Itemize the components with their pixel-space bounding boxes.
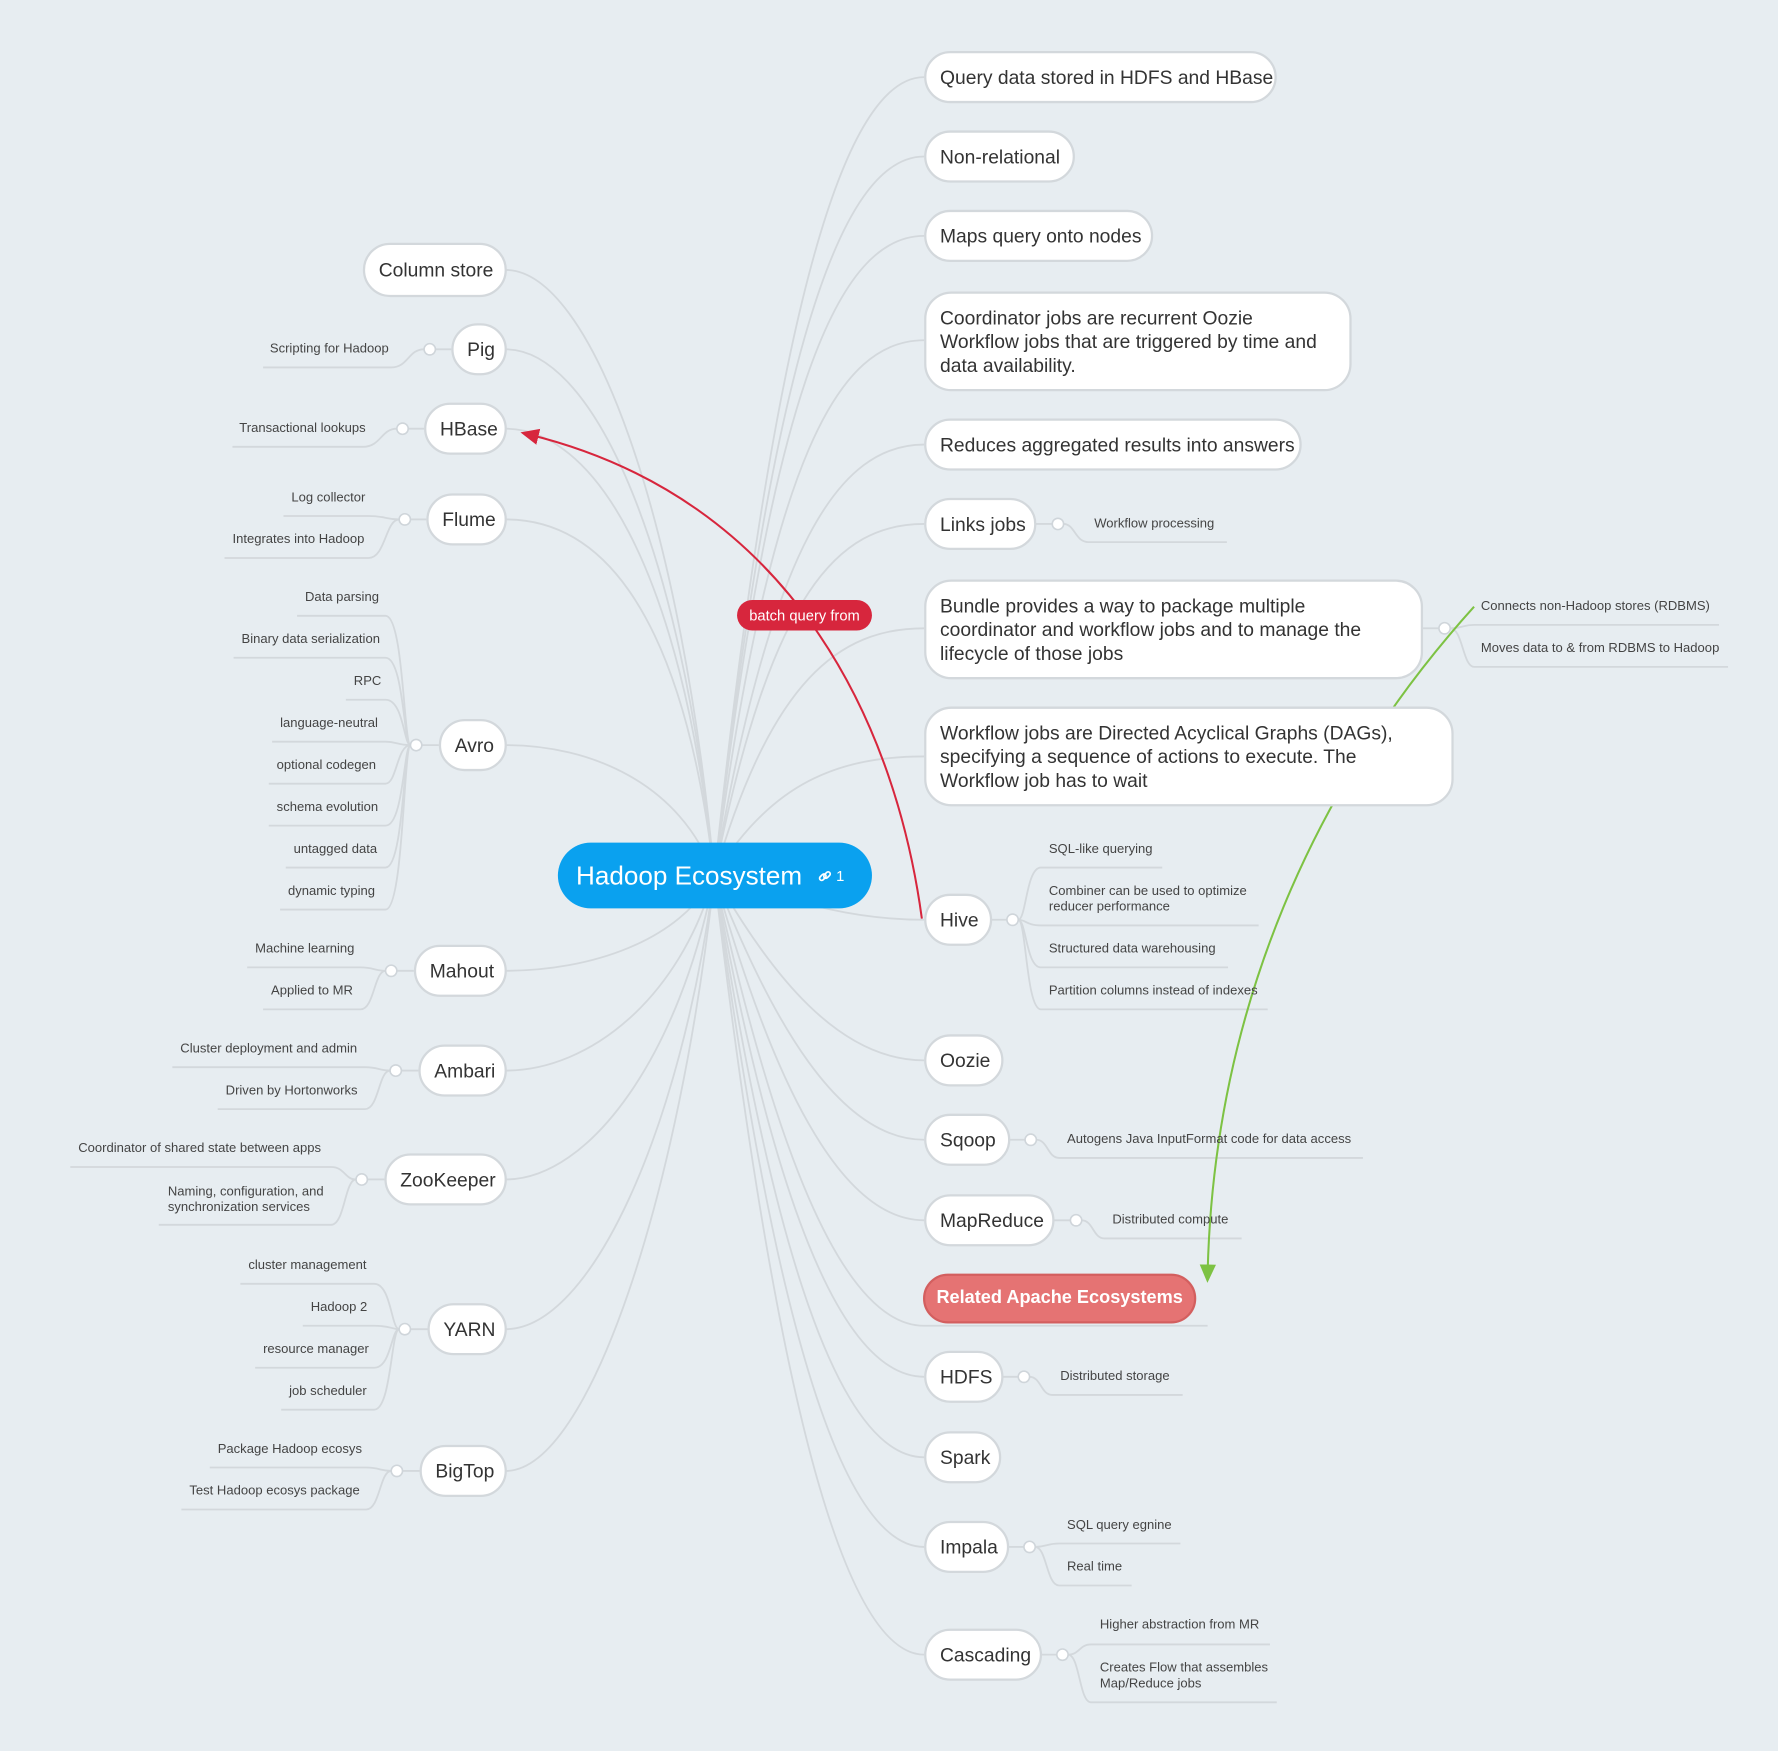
node-hdfs[interactable]: HDFS: [924, 1350, 1004, 1403]
node-spark[interactable]: Spark: [924, 1431, 1002, 1484]
leaf-avro-3: language-neutral: [280, 716, 378, 731]
node-column-store[interactable]: Column store: [362, 242, 507, 298]
leaf-hive-1b: reducer performance: [1048, 900, 1170, 915]
leaf-avro-5: schema evolution: [276, 800, 379, 815]
node-maps-query[interactable]: Maps query onto nodes: [924, 209, 1154, 262]
node-hive[interactable]: Hive: [924, 893, 993, 946]
node-bundle[interactable]: Bundle provides a way to package multipl…: [924, 579, 1424, 680]
leaf-hbase-0: Transactional lookups: [239, 421, 366, 436]
leaf-links-0: Workflow processing: [1094, 517, 1215, 531]
node-links-jobs[interactable]: Links jobs: [924, 497, 1037, 551]
leaf-yarn-1: Hadoop 2: [310, 1300, 368, 1315]
node-bigtop[interactable]: BigTop: [419, 1444, 507, 1498]
leaf-mapreduce-0: Distributed compute: [1112, 1213, 1229, 1228]
node-workflow-jobs[interactable]: Workflow jobs are Directed Acyclical Gra…: [924, 706, 1454, 807]
node-mapreduce[interactable]: MapReduce: [924, 1194, 1055, 1247]
leaf-bigtop-0: Package Hadoop ecosys: [217, 1442, 362, 1457]
leaf-bundle-0: Connects non-Hadoop stores (RDBMS): [1480, 599, 1710, 614]
leaf-mahout-1: Applied to MR: [271, 984, 353, 999]
node-reduces[interactable]: Reduces aggregated results into answers: [924, 418, 1302, 471]
root-title: Hadoop Ecosystem: [576, 860, 803, 890]
leaf-yarn-0: cluster management: [248, 1258, 367, 1273]
link-count-value: 1: [836, 867, 845, 885]
relationship-label[interactable]: batch query from: [737, 599, 872, 631]
leaf-hive-2: Structured data warehousing: [1048, 942, 1216, 957]
node-flume[interactable]: Flume: [426, 493, 507, 546]
leaf-zookeeper-0: Coordinator of shared state between apps: [78, 1142, 322, 1156]
leaf-zookeeper-1a: Naming, configuration, and: [167, 1185, 324, 1199]
node-avro[interactable]: Avro: [438, 719, 507, 772]
leaf-avro-4: optional codegen: [276, 758, 377, 773]
leaf-hive-1a: Combiner can be used to optimize: [1048, 884, 1247, 899]
node-sqoop[interactable]: Sqoop: [924, 1113, 1011, 1166]
node-related-apache-ecosystems[interactable]: Related Apache Ecosystems: [922, 1273, 1197, 1324]
leaf-hive-0: SQL-like querying: [1048, 842, 1153, 857]
link-count[interactable]: 1: [818, 867, 844, 884]
link-icon: [819, 870, 832, 881]
leaf-avro-0: Data parsing: [305, 590, 379, 605]
leaf-bigtop-1: Test Hadoop ecosys package: [189, 1484, 360, 1499]
node-pig[interactable]: Pig: [451, 323, 507, 376]
leaf-impala-1: Real time: [1067, 1560, 1123, 1575]
leaf-hdfs-0: Distributed storage: [1060, 1369, 1170, 1384]
node-non-relational[interactable]: Non-relational: [924, 130, 1075, 183]
node-ambari[interactable]: Ambari: [418, 1044, 507, 1097]
leaf-flume-0: Log collector: [291, 491, 366, 505]
root-node[interactable]: Hadoop Ecosystem 1: [557, 842, 872, 909]
node-mahout[interactable]: Mahout: [413, 944, 507, 997]
leaf-cascading-1a: Creates Flow that assembles: [1099, 1661, 1269, 1676]
leaf-avro-7: dynamic typing: [288, 884, 376, 899]
node-oozie[interactable]: Oozie: [924, 1034, 1004, 1087]
node-cascading[interactable]: Cascading: [924, 1628, 1043, 1681]
leaf-cascading-1b: Map/Reduce jobs: [1099, 1677, 1202, 1691]
leaf-yarn-3: job scheduler: [289, 1384, 367, 1399]
leaf-mahout-0: Machine learning: [255, 942, 355, 957]
related-ecosystem-arrow: [1199, 606, 1475, 1283]
leaf-ambari-1: Driven by Hortonworks: [225, 1084, 358, 1098]
node-yarn[interactable]: YARN: [427, 1303, 507, 1356]
leaf-ambari-0: Cluster deployment and admin: [180, 1042, 358, 1056]
leaf-sqoop-0: Autogens Java InputFormat code for data …: [1067, 1132, 1352, 1147]
node-impala[interactable]: Impala: [924, 1520, 1010, 1573]
leaf-bundle-1: Moves data to & from RDBMS to Hadoop: [1480, 641, 1720, 656]
leaf-hive-3: Partition columns instead of indexes: [1048, 984, 1258, 999]
node-query-data[interactable]: Query data stored in HDFS and HBase: [924, 51, 1277, 104]
leaf-avro-2: RPC: [353, 674, 382, 689]
node-zookeeper[interactable]: ZooKeeper: [384, 1153, 507, 1206]
node-coordinator-jobs[interactable]: Coordinator jobs are recurrent Oozie Wor…: [924, 291, 1352, 392]
leaf-avro-1: Binary data serialization: [241, 632, 380, 647]
leaf-yarn-2: resource manager: [263, 1342, 369, 1357]
leaf-flume-1: Integrates into Hadoop: [232, 533, 365, 547]
leaf-zookeeper-1b: synchronization services: [167, 1201, 310, 1215]
leaf-pig-0: Scripting for Hadoop: [269, 342, 389, 357]
node-hbase[interactable]: HBase: [424, 402, 507, 455]
leaf-avro-6: untagged data: [293, 842, 378, 857]
leaf-cascading-0: Higher abstraction from MR: [1099, 1618, 1260, 1632]
leaf-impala-0: SQL query egnine: [1067, 1518, 1172, 1533]
